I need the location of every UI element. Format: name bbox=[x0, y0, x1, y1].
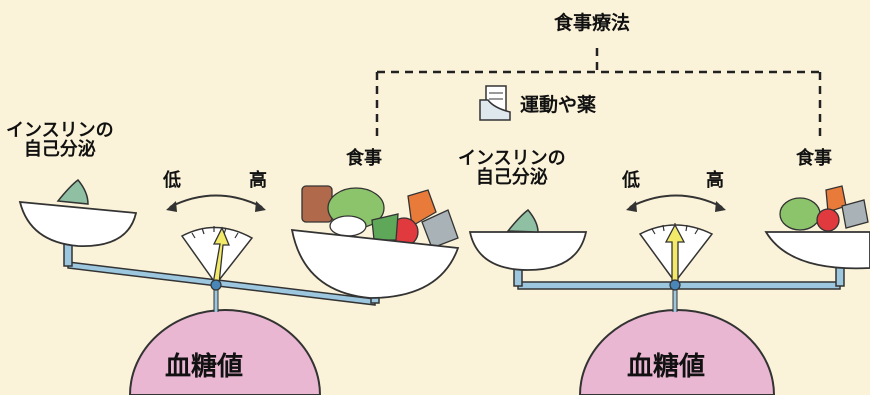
treatment-bracket bbox=[375, 48, 822, 142]
right-insulin-label-line2: 自己分泌 bbox=[475, 166, 548, 188]
right-blood-sugar-label: 血糖値 bbox=[627, 352, 706, 382]
left-food-pile-icon bbox=[301, 185, 459, 249]
left-blood-sugar-label: 血糖値 bbox=[165, 352, 244, 382]
right-low-label: 低 bbox=[622, 170, 640, 191]
left-scale-pointer bbox=[212, 226, 230, 285]
right-meal-label: 食事 bbox=[796, 148, 832, 169]
right-scale bbox=[468, 185, 870, 395]
right-food-small-icon bbox=[779, 185, 869, 232]
right-scale-pointer bbox=[664, 223, 686, 285]
insulin-drop-icon bbox=[56, 178, 89, 205]
right-insulin-label-line1: インスリンの bbox=[458, 148, 566, 169]
left-scale-right-pan bbox=[290, 228, 460, 299]
right-scale-left-pan bbox=[468, 231, 588, 271]
left-scale-gauge bbox=[180, 226, 254, 286]
left-high-label: 高 bbox=[249, 170, 267, 191]
right-low-high-arrow bbox=[629, 194, 723, 208]
left-scale bbox=[18, 178, 460, 395]
left-insulin-label: インスリンの 自己分泌 bbox=[6, 120, 114, 160]
exercise-medicine-label: 運動や薬 bbox=[520, 94, 597, 116]
left-insulin-label-line1: インスリンの bbox=[6, 120, 114, 141]
diet-therapy-label: 食事療法 bbox=[554, 12, 631, 34]
left-low-high-arrow bbox=[169, 194, 263, 208]
left-insulin-label-line2: 自己分泌 bbox=[23, 138, 96, 160]
left-meal-label: 食事 bbox=[346, 148, 382, 169]
insulin-drop-icon-2 bbox=[506, 208, 539, 233]
right-scale-base-dome bbox=[578, 309, 776, 395]
right-high-label: 高 bbox=[706, 170, 724, 191]
right-scale-right-pan bbox=[764, 231, 870, 270]
left-scale-base-dome bbox=[128, 309, 322, 395]
shoe-and-medicine-icon bbox=[479, 85, 511, 121]
right-insulin-label: インスリンの 自己分泌 bbox=[458, 148, 566, 188]
left-low-label: 低 bbox=[163, 170, 181, 191]
left-scale-left-pan bbox=[18, 200, 138, 247]
